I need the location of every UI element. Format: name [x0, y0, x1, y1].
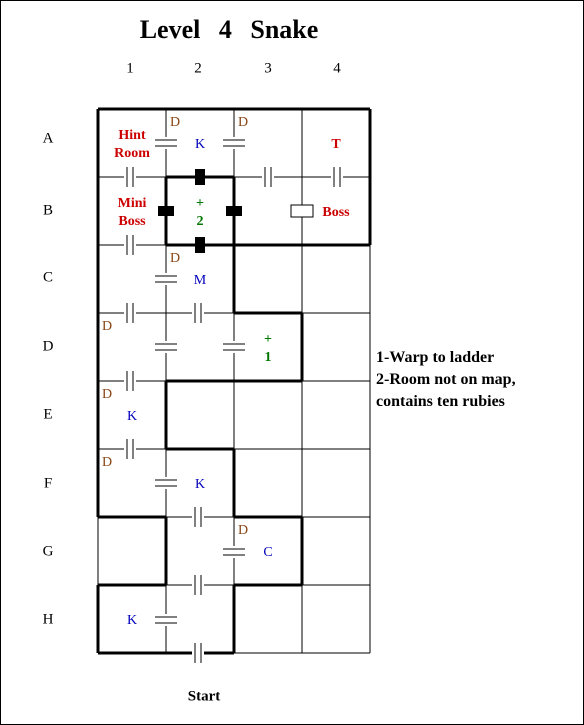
doorway-gap [155, 477, 177, 489]
legend-note-room: 2-Room not on map, [376, 371, 516, 388]
row-label-b: B [42, 202, 54, 219]
row-label-f: F [43, 475, 53, 492]
key-marker-a2: K [195, 137, 205, 152]
key-marker-h1: K [127, 613, 137, 628]
doorway-gap [262, 167, 274, 187]
doorway-gap [124, 371, 136, 391]
locked-door [290, 204, 314, 218]
doorway-gap [192, 507, 204, 527]
doorway-gap [155, 614, 177, 626]
doorway-gap [192, 643, 204, 663]
doorway-gap [124, 439, 136, 459]
warp-marker: + [264, 332, 272, 347]
doorway-gap [192, 303, 204, 323]
map-marker: M [194, 273, 207, 288]
row-label-h: H [42, 611, 54, 628]
compass-marker: C [263, 545, 272, 560]
door-marker-g3: D [238, 523, 248, 538]
doorway-gap [124, 303, 136, 323]
bombable-wall [158, 206, 174, 216]
doorway-gap [124, 167, 136, 187]
row-label-e: E [43, 406, 53, 423]
doorway-gap [155, 273, 177, 285]
map-title: Level 4 Snake [139, 15, 319, 44]
row-label-a: A [42, 130, 54, 147]
doorway-gap [223, 341, 245, 353]
mini-boss-label: Boss [118, 214, 146, 229]
warp-marker: 1 [265, 350, 272, 365]
secret-room-marker: 2 [197, 214, 204, 229]
door-marker-a3: D [238, 115, 248, 130]
door-marker-d1: D [102, 319, 112, 334]
door-marker-a2: D [170, 115, 180, 130]
secret-room-marker: + [196, 196, 204, 211]
legend-notes: 1-Warp to ladder 2-Room not on map, cont… [376, 347, 516, 413]
bombable-wall [195, 237, 205, 253]
door-marker-c2: D [170, 251, 180, 266]
doorway-gap [331, 167, 343, 187]
doorway-gap [124, 235, 136, 255]
doorway-gap [155, 341, 177, 353]
door-marker-e1: D [102, 387, 112, 402]
column-label-1: 1 [126, 60, 134, 77]
row-label-g: G [42, 543, 54, 560]
row-label-d: D [42, 338, 54, 355]
bombable-wall [195, 169, 205, 185]
hint-room-label: Hint [118, 128, 146, 143]
column-label-4: 4 [333, 60, 341, 77]
column-label-3: 3 [264, 60, 272, 77]
key-marker-f2: K [195, 477, 205, 492]
key-marker-e1: K [127, 409, 137, 424]
start-label: Start [187, 688, 221, 705]
triforce-marker: T [331, 137, 341, 152]
mini-boss-label: Mini [118, 196, 147, 211]
bombable-wall [226, 206, 242, 216]
doorway-gap [223, 546, 245, 558]
hint-room-label: Room [114, 146, 150, 161]
legend-note-warp: 1-Warp to ladder [376, 349, 495, 366]
doorway-gap [155, 137, 177, 149]
doorway-gap [192, 575, 204, 595]
door-marker-f1: D [102, 455, 112, 470]
doorway-gap [223, 137, 245, 149]
legend-note-rubies: contains ten rubies [376, 393, 505, 410]
boss-label: Boss [322, 205, 350, 220]
column-label-2: 2 [194, 60, 202, 77]
row-label-c: C [42, 269, 54, 286]
